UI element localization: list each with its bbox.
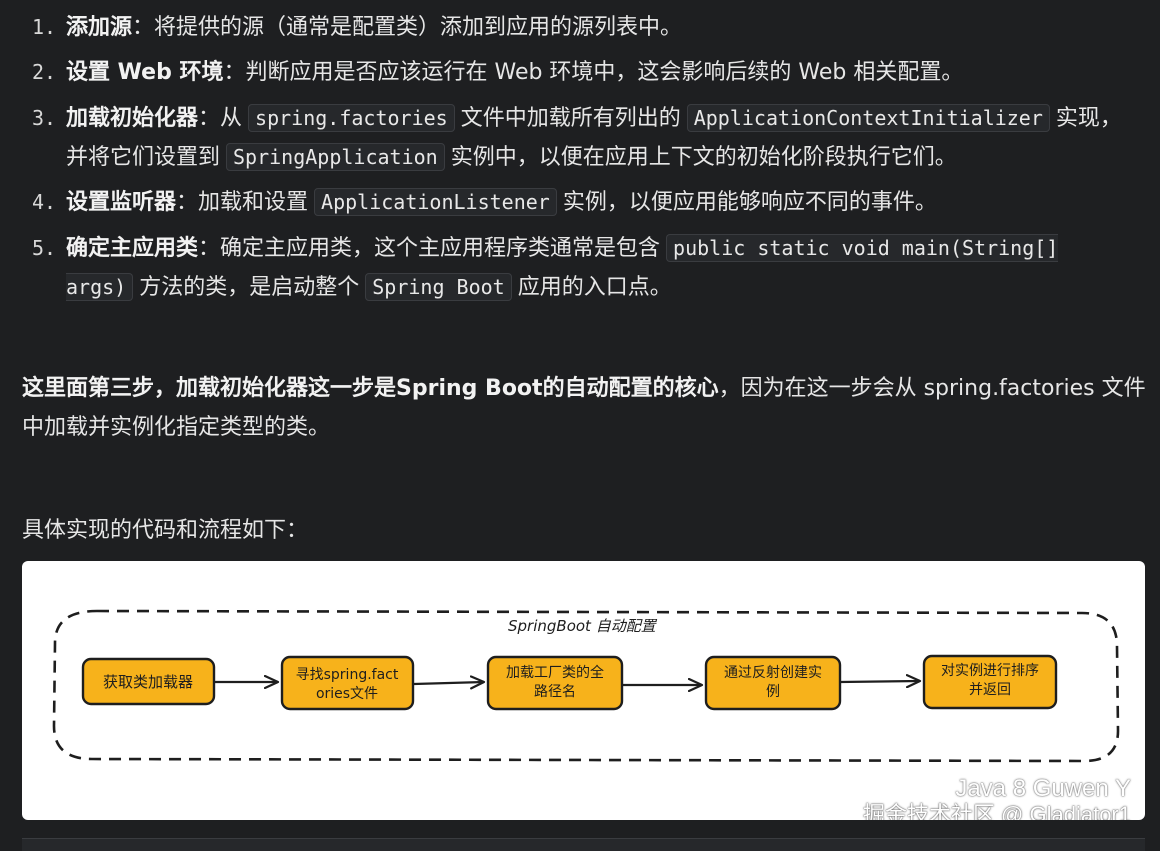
group-boundary	[52, 609, 1120, 763]
list-item-2: 2. 设置 Web 环境：判断应用是否应该运行在 Web 环境中，这会影响后续的…	[32, 53, 1136, 92]
step-4-text-line2: 例	[766, 684, 780, 700]
list-number: 2.	[32, 60, 57, 84]
list-number: 1.	[32, 15, 57, 39]
step-2-text-line2: ories文件	[316, 686, 378, 702]
inline-code: ApplicationListener	[314, 188, 557, 216]
core-paragraph-bold: 这里面第三步，加载初始化器这一步是Spring Boot的自动配置的核心	[22, 376, 719, 401]
list-number: 3.	[32, 106, 57, 130]
step-4-text-line1: 通过反射创建实	[724, 665, 822, 681]
flow-arrow	[413, 682, 484, 684]
list-number: 4.	[32, 190, 57, 214]
inline-code: Spring Boot	[365, 273, 512, 301]
item-text: 实现，并将它们设置到	[66, 106, 1122, 170]
item-text: ：将提供的源（通常是配置类）添加到应用的源列表中。	[132, 15, 683, 40]
item-title: 设置 Web 环境	[66, 60, 224, 85]
item-text: ：从	[198, 106, 243, 131]
list-item-1: 1. 添加源：将提供的源（通常是配置类）添加到应用的源列表中。	[32, 8, 1136, 47]
core-paragraph-rest: ，因为在这一步会从 spring.factories 文件中加载并实例化指定类型…	[22, 376, 1146, 440]
item-text: 文件中加载所有列出的	[460, 106, 681, 131]
watermark-line-1: Java 8 Guwen Y	[955, 775, 1131, 802]
inline-code: SpringApplication	[226, 143, 445, 171]
item-text: ：加载和设置	[176, 190, 309, 215]
inline-code: spring.factories	[248, 104, 455, 132]
step-3-text-line2: 路径名	[534, 684, 576, 700]
intro-paragraph: 具体实现的代码和流程如下：	[22, 518, 309, 543]
core-paragraph: 这里面第三步，加载初始化器这一步是Spring Boot的自动配置的核心，因为在…	[22, 369, 1152, 447]
item-text: ：确定主应用类，这个主应用程序类通常是包含	[198, 236, 661, 261]
inline-code: ApplicationContextInitializer	[686, 104, 1050, 132]
item-text: 实例，以便应用能够响应不同的事件。	[562, 190, 937, 215]
item-title: 设置监听器	[66, 190, 177, 215]
flow-diagram-svg: SpringBoot 自动配置 获取类加载器 寻找spring.fact ori…	[52, 609, 1120, 763]
item-title: 添加源	[66, 15, 133, 40]
flow-diagram: SpringBoot 自动配置 获取类加载器 寻找spring.fact ori…	[22, 561, 1145, 820]
item-text: ：判断应用是否应该运行在 Web 环境中，这会影响后续的 Web 相关配置。	[223, 60, 964, 85]
step-box-5: 对实例进行排序 并返回	[922, 654, 1058, 710]
item-text: 方法的类，是启动整个	[139, 275, 360, 300]
step-5-text-line2: 并返回	[969, 682, 1011, 698]
watermark-line-2: 掘金技术社区 @ Gladiator1	[862, 802, 1131, 820]
step-box-2: 寻找spring.fact ories文件	[280, 655, 415, 711]
step-5-text-line1: 对实例进行排序	[941, 663, 1039, 679]
next-code-block-edge	[22, 838, 1145, 851]
item-text: 应用的入口点。	[517, 275, 672, 300]
item-text: 实例中，以便在应用上下文的初始化阶段执行它们。	[450, 145, 957, 170]
item-title: 加载初始化器	[66, 106, 199, 131]
flow-arrow	[839, 681, 920, 682]
step-2-text-line1: 寻找spring.fact	[296, 667, 399, 683]
group-label: SpringBoot 自动配置	[508, 617, 658, 635]
step-box-4: 通过反射创建实 例	[704, 655, 842, 711]
step-1-text: 获取类加载器	[103, 673, 193, 691]
list-number: 5.	[32, 236, 57, 260]
item-title: 确定主应用类	[66, 236, 199, 261]
step-box-1: 获取类加载器	[81, 657, 216, 706]
step-box-3: 加载工厂类的全 路径名	[486, 655, 624, 711]
step-3-text-line1: 加载工厂类的全	[506, 664, 604, 681]
